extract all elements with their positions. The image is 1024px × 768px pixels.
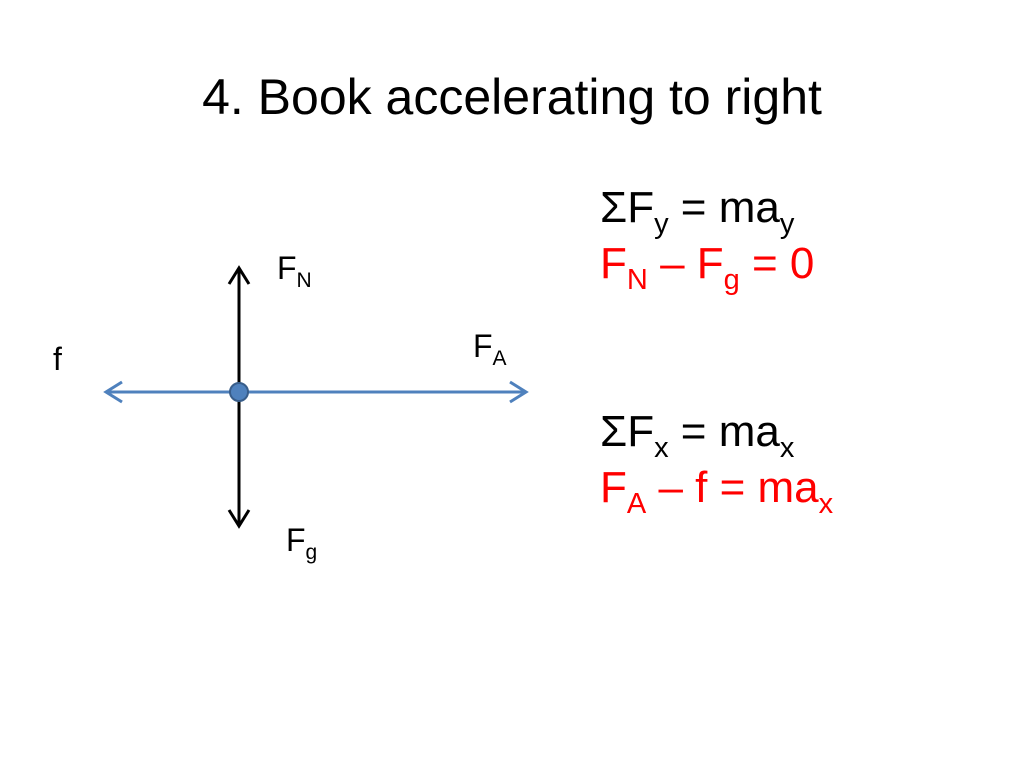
- gravity-force-symbol: F: [286, 522, 306, 558]
- y-result-mid-subscript: g: [723, 264, 740, 296]
- y-result-rhs: = 0: [739, 239, 815, 288]
- friction-force-label: f: [53, 341, 62, 377]
- gravity-force-arrowhead: [227, 509, 251, 529]
- x-result-rhs-subscript: x: [818, 488, 834, 520]
- gravity-force-label: Fg: [286, 522, 318, 564]
- x-sum-subscript: x: [654, 432, 669, 464]
- friction-force-arrowhead: [103, 380, 123, 404]
- normal-force-label: FN: [277, 250, 312, 292]
- normal-force-arrowhead: [227, 265, 251, 285]
- gravity-force-subscript: g: [305, 541, 318, 564]
- x-sum-term: ΣF: [600, 407, 655, 456]
- x-result-equation: FA – f = max: [600, 460, 1000, 520]
- applied-force-arrowhead: [509, 380, 529, 404]
- applied-force-symbol: F: [473, 328, 493, 364]
- normal-force-symbol: F: [277, 250, 297, 286]
- x-sum-rhs-subscript: x: [779, 432, 795, 464]
- y-sum-rhs-subscript: y: [779, 208, 795, 240]
- equations-panel: ΣFy = may FN – Fg = 0 ΣFx = max FA – f =…: [600, 180, 1000, 520]
- y-sum-term: ΣF: [600, 183, 655, 232]
- applied-force-subscript: A: [492, 347, 507, 370]
- y-sum-rhs: = ma: [668, 183, 780, 232]
- y-result-term: F: [600, 239, 627, 288]
- x-result-term: F: [600, 463, 627, 512]
- applied-force-label: FA: [473, 328, 507, 370]
- book-point: [229, 382, 249, 402]
- normal-force-subscript: N: [296, 269, 312, 292]
- x-result-subscript: A: [626, 488, 647, 520]
- x-sum-equation: ΣFx = max: [600, 404, 1000, 464]
- equation-spacer: [600, 292, 1000, 404]
- y-sum-equation: ΣFy = may: [600, 180, 1000, 240]
- x-sum-rhs: = ma: [668, 407, 780, 456]
- y-result-equation: FN – Fg = 0: [600, 236, 1000, 296]
- y-sum-subscript: y: [654, 208, 669, 240]
- y-result-mid: – F: [647, 239, 724, 288]
- y-result-subscript: N: [626, 264, 648, 296]
- x-result-rhs: – f = ma: [646, 463, 819, 512]
- slide-title: 4. Book accelerating to right: [202, 69, 822, 125]
- friction-force-symbol: f: [53, 341, 62, 377]
